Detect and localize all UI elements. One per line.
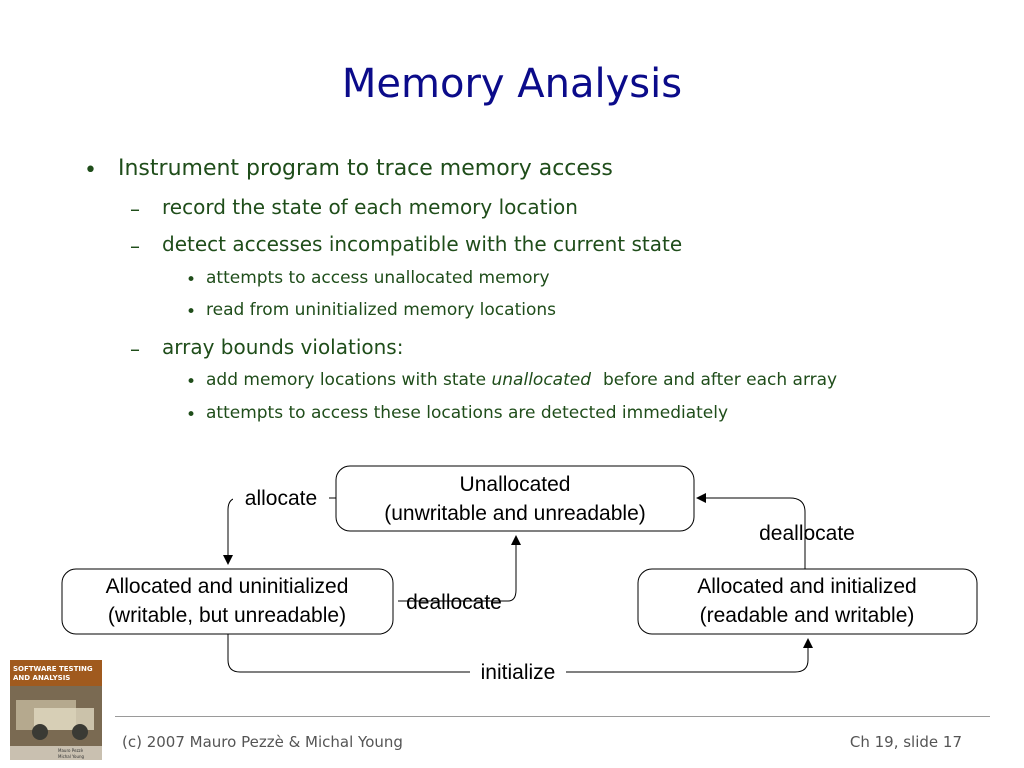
state-allocated-initialized: [637, 568, 978, 635]
bullet-text: Instrument program to trace memory acces…: [118, 156, 613, 181]
state-uninit-title: Allocated and uninitialized: [106, 575, 349, 598]
book-title-line2: AND ANALYSIS: [13, 674, 70, 682]
bullet-text: record the state of each memory location: [162, 195, 578, 219]
bullet-marker: •: [84, 158, 97, 183]
state-uninit-subtitle: (writable, but unreadable): [108, 604, 346, 627]
bullet-text-mixed: add memory locations with state unalloca…: [206, 372, 837, 389]
arrow-deallocate-initialized: [696, 493, 806, 569]
book-title-line1: SOFTWARE TESTING: [13, 665, 93, 673]
footer-divider: [115, 716, 990, 717]
bullet-text: attempts to access unallocated memory: [206, 268, 550, 288]
dash-marker: –: [130, 197, 140, 221]
bullet-text: attempts to access these locations are d…: [206, 403, 729, 423]
book-author1: Mauro Pezzè: [58, 748, 84, 753]
transition-deallocate-uninit-label: deallocate: [406, 591, 502, 614]
bullet-text: read from uninitialized memory locations: [206, 300, 556, 320]
label-bg: [470, 657, 566, 685]
slide-title: Memory Analysis: [341, 61, 683, 107]
bullet-marker: •: [186, 405, 197, 425]
bullet-marker: •: [186, 270, 197, 290]
state-init-subtitle: (readable and writable): [700, 604, 915, 627]
book-cover-image: SOFTWARE TESTING AND ANALYSIS Mauro Pezz…: [10, 660, 102, 760]
arrow-deallocate-uninitialized: [398, 535, 521, 602]
bullet-list: • Instrument program to trace memory acc…: [84, 156, 837, 426]
bullet-marker: •: [186, 372, 197, 392]
bullet-text-post: before and after each array: [603, 370, 838, 390]
label-bg: [233, 483, 329, 511]
dash-marker: –: [130, 337, 140, 361]
dash-marker: –: [130, 234, 140, 258]
state-init-title: Allocated and initialized: [697, 575, 916, 598]
state-unallocated-title: Unallocated: [460, 473, 571, 496]
bullet-text: detect accesses incompatible with the cu…: [162, 232, 683, 256]
bullet-text-pre: add memory locations with state: [206, 370, 492, 390]
bullet-text: array bounds violations:: [162, 335, 404, 359]
transition-deallocate-init-label: deallocate: [759, 522, 855, 545]
state-unallocated-subtitle: (unwritable and unreadable): [384, 502, 646, 525]
transition-allocate-label: allocate: [245, 487, 317, 510]
footer-copyright: (c) 2007 Mauro Pezzè & Michal Young: [122, 733, 403, 751]
bullet-text-emphasis: unallocated: [491, 370, 592, 390]
bullet-marker: •: [186, 302, 197, 322]
book-author2: Michal Young: [58, 754, 85, 759]
footer-slide-number: Ch 19, slide 17: [849, 733, 962, 751]
transition-initialize-label: initialize: [481, 661, 556, 684]
